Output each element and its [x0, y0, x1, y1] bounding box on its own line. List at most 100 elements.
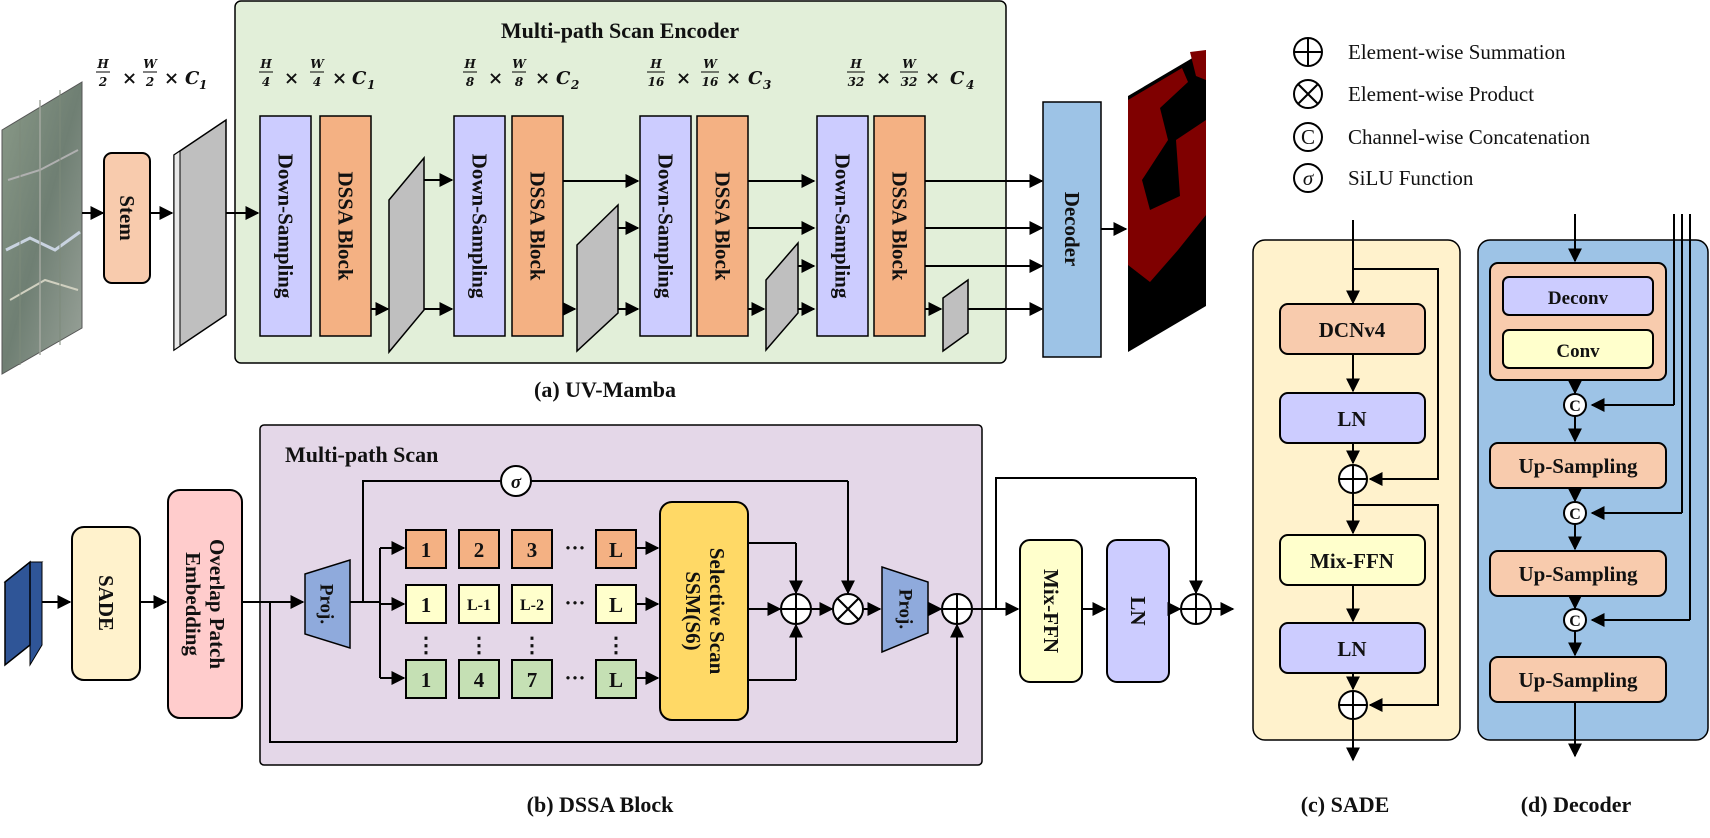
down-sampling-2: [453, 115, 506, 337]
concat-node-1: C: [1563, 393, 1587, 417]
panel-sade: DCNv4 LN Mix-FFN LN (c) SADE: [1252, 220, 1461, 817]
conv-block: [1502, 329, 1654, 369]
product-node: [832, 593, 864, 625]
svg-text:⋮: ⋮: [522, 633, 543, 657]
svg-text:×: ×: [726, 68, 741, 89]
svg-text:C: C: [185, 68, 200, 89]
svg-text:LN: LN: [1337, 407, 1366, 431]
svg-text:Down-Sampling: Down-Sampling: [654, 154, 678, 299]
scan-row-3: 1 4 7 ··· L: [405, 659, 637, 699]
multi-path-scan-title: Multi-path Scan: [285, 442, 438, 467]
down-sampling-4: [816, 115, 869, 337]
legend-product-icon: [1293, 79, 1323, 109]
svg-text:DSSA Block: DSSA Block: [711, 171, 735, 280]
legend-concat-icon: C: [1293, 122, 1323, 152]
svg-text:2: 2: [570, 78, 579, 92]
svg-text:4: 4: [262, 75, 270, 89]
feature-map-stage2: [576, 203, 619, 353]
svg-text:8: 8: [515, 75, 524, 89]
svg-text:DSSA Block: DSSA Block: [526, 171, 550, 280]
proj-out: [881, 565, 929, 654]
svg-text:Embedding: Embedding: [181, 552, 205, 656]
panel-decoder: Deconv Conv C Up-Sampling C Up-Sampling …: [1477, 214, 1709, 817]
svg-text:Up-Sampling: Up-Sampling: [1518, 668, 1638, 692]
feature-map-stem: [173, 118, 227, 352]
svg-text:2: 2: [145, 75, 154, 89]
mix-ffn-block-b: [1019, 539, 1083, 683]
encoder-title: Multi-path Scan Encoder: [501, 18, 740, 43]
stage-3: H 16 × W 16 × C 3 Down-Sampling DSSA Blo…: [639, 57, 816, 353]
svg-text:Decoder: Decoder: [1060, 192, 1084, 267]
svg-text:⋮: ⋮: [469, 633, 490, 657]
svg-text:32: 32: [901, 75, 918, 89]
svg-text:L: L: [609, 538, 623, 562]
concat-node-2: C: [1563, 501, 1587, 525]
caption-uv-mamba: (a) UV-Mamba: [534, 377, 676, 402]
svg-text:···: ···: [564, 536, 585, 560]
svg-text:8: 8: [466, 75, 475, 89]
svg-text:×: ×: [925, 68, 940, 89]
svg-text:σ: σ: [1303, 166, 1315, 190]
sum-node-sade-2: [1338, 690, 1368, 720]
feature-map-stage4: [942, 278, 969, 353]
svg-text:Down-Sampling: Down-Sampling: [274, 154, 298, 299]
caption-decoder: (d) Decoder: [1521, 792, 1632, 817]
svg-text:C: C: [352, 68, 367, 89]
feature-map-stage3: [765, 240, 799, 353]
caption-sade: (c) SADE: [1301, 792, 1390, 817]
stem-block: Stem: [103, 152, 151, 284]
down-sampling-1: [259, 115, 312, 337]
svg-text:L-2: L-2: [520, 597, 544, 614]
svg-text:L-1: L-1: [467, 597, 491, 614]
svg-text:C: C: [1569, 506, 1581, 523]
satellite-input-image: [1, 81, 83, 375]
svg-text:H: H: [96, 57, 109, 71]
svg-text:2: 2: [98, 75, 107, 89]
svg-text:4: 4: [313, 75, 321, 89]
scan-row-1: 1 2 3 ··· L: [405, 529, 637, 569]
sade-block: [71, 526, 141, 681]
svg-text:1: 1: [421, 668, 432, 692]
legend-silu-label: SiLU Function: [1348, 166, 1474, 190]
segmentation-output-map: [1128, 50, 1206, 352]
svg-text:LN: LN: [1337, 637, 1366, 661]
svg-text:3: 3: [527, 538, 538, 562]
sum-node-output: [1180, 593, 1212, 625]
dssa-block-2: [511, 115, 564, 337]
input-patch: [3, 560, 44, 667]
stage-4: H 32 × W 32 × C 4 Down-Sampling DSSA Blo…: [816, 57, 1044, 353]
svg-text:DSSA Block: DSSA Block: [888, 171, 912, 280]
svg-text:1: 1: [199, 78, 207, 92]
panel-dssa-block: SADE Overlap Patch Embedding Multi-path …: [3, 424, 1235, 817]
dssa-block-3: [696, 115, 749, 337]
svg-text:W: W: [512, 57, 527, 71]
svg-text:L: L: [609, 668, 623, 692]
legend: Element-wise Summation Element-wise Prod…: [1293, 37, 1591, 193]
svg-text:H: H: [649, 57, 662, 71]
svg-text:16: 16: [648, 75, 665, 89]
svg-text:W: W: [143, 57, 158, 71]
svg-text:Mix-FFN: Mix-FFN: [1039, 569, 1063, 653]
proj-in: [304, 558, 351, 650]
svg-text:Mix-FFN: Mix-FFN: [1310, 549, 1394, 573]
svg-text:H: H: [849, 57, 862, 71]
svg-text:×: ×: [676, 68, 691, 89]
stage-2: H 8 × W 8 × C 2 Down-Sampling DSSA Block: [453, 57, 640, 353]
svg-text:H: H: [463, 57, 476, 71]
legend-summation-icon: [1293, 37, 1323, 67]
svg-text:C: C: [1301, 125, 1315, 149]
svg-text:⋮: ⋮: [416, 633, 437, 657]
svg-text:SSM(S6): SSM(S6): [681, 571, 705, 650]
svg-text:σ: σ: [511, 472, 522, 493]
svg-text:Proj.: Proj.: [895, 589, 916, 629]
stem-label: Stem: [115, 195, 139, 241]
svg-text:DSSA Block: DSSA Block: [334, 171, 358, 280]
svg-text:2: 2: [474, 538, 485, 562]
caption-dssa-block: (b) DSSA Block: [527, 792, 674, 817]
svg-text:L: L: [609, 593, 623, 617]
svg-text:7: 7: [527, 668, 538, 692]
svg-text:DCNv4: DCNv4: [1319, 318, 1386, 342]
svg-text:32: 32: [848, 75, 865, 89]
svg-text:⋮: ⋮: [606, 633, 627, 657]
